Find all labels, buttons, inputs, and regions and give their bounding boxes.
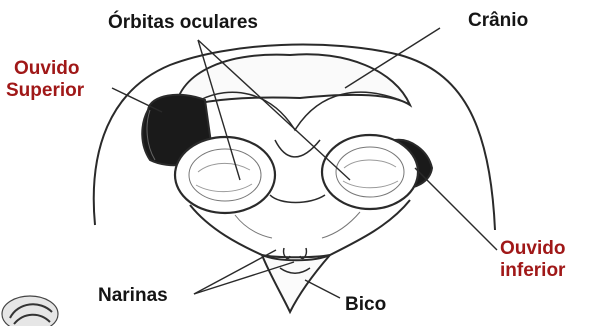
label-ouvido-inferior-line1: Ouvido — [500, 238, 565, 260]
label-bico: Bico — [345, 294, 386, 316]
label-ouvido-inferior-line2: inferior — [500, 260, 565, 282]
left-orbit — [175, 137, 275, 213]
label-ouvido-inferior: Ouvido inferior — [500, 238, 565, 282]
label-orbitas-oculares: Órbitas oculares — [108, 12, 258, 34]
label-ouvido-superior-line2: Superior — [6, 80, 84, 102]
label-ouvido-superior-line1: Ouvido — [6, 58, 84, 80]
right-orbit — [322, 135, 418, 209]
label-ouvido-superior: Ouvido Superior — [6, 58, 84, 102]
beak — [262, 255, 330, 312]
label-cranio: Crânio — [468, 10, 528, 32]
corner-logo-icon — [2, 296, 58, 326]
label-narinas: Narinas — [98, 285, 168, 307]
